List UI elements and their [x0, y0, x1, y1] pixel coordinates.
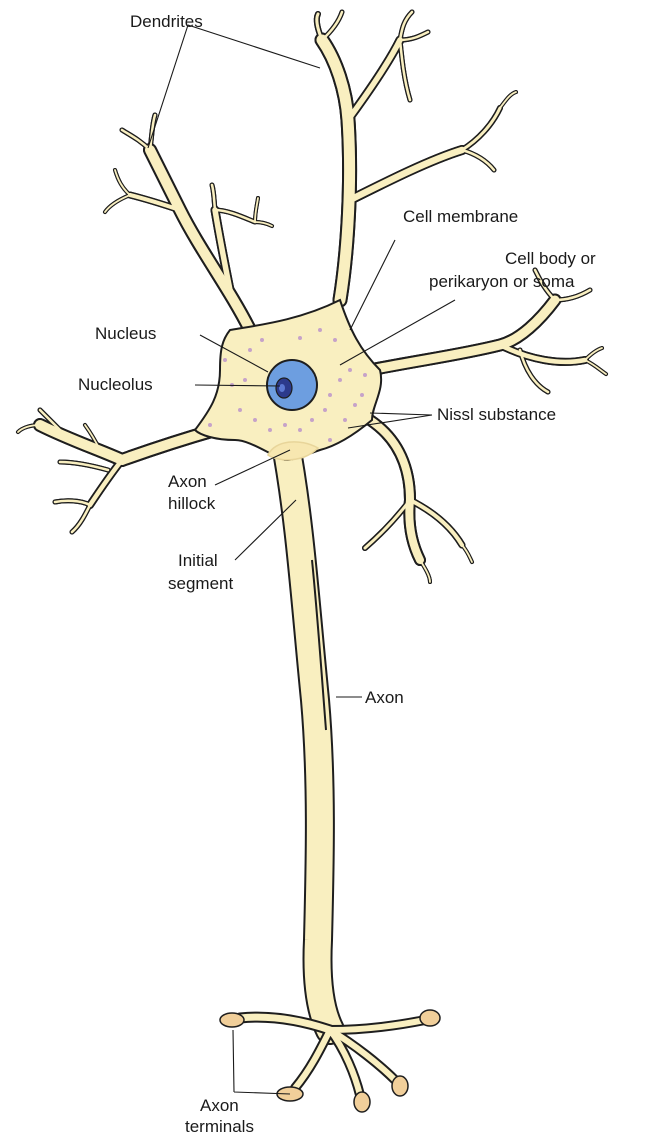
label-dendrites: Dendrites [130, 12, 203, 31]
terminal-bulb [392, 1076, 408, 1096]
label-axon-terminals-line2: terminals [185, 1117, 254, 1136]
label-cell-membrane: Cell membrane [403, 207, 518, 226]
label-nucleus: Nucleus [95, 324, 156, 343]
label-nucleolus: Nucleolus [78, 375, 153, 394]
label-nissl-substance: Nissl substance [437, 405, 556, 424]
label-initial-segment-line2: segment [168, 574, 233, 593]
dendrites [18, 12, 606, 582]
label-axon: Axon [365, 688, 404, 707]
axon-shape [285, 440, 330, 1030]
label-axon-hillock-line1: Axon [168, 472, 207, 491]
dendrite-fill [18, 12, 606, 582]
label-axon-terminals-line1: Axon [200, 1096, 239, 1115]
label-axon-hillock-line2: hillock [168, 494, 216, 513]
terminal-bulb [220, 1013, 244, 1027]
label-cell-body-line2: perikaryon or soma [429, 272, 575, 291]
labels: Dendrites Cell membrane Cell body or per… [78, 12, 596, 1136]
terminal-bulb [420, 1010, 440, 1026]
label-initial-segment-line1: Initial [178, 551, 218, 570]
label-cell-body-line1: Cell body or [505, 249, 596, 268]
leader-dendrites [148, 25, 320, 148]
leader-axon-terminals [233, 1030, 290, 1094]
nucleolus-core [279, 384, 285, 392]
terminal-bulb [354, 1092, 370, 1112]
leader-cell-membrane [350, 240, 395, 330]
